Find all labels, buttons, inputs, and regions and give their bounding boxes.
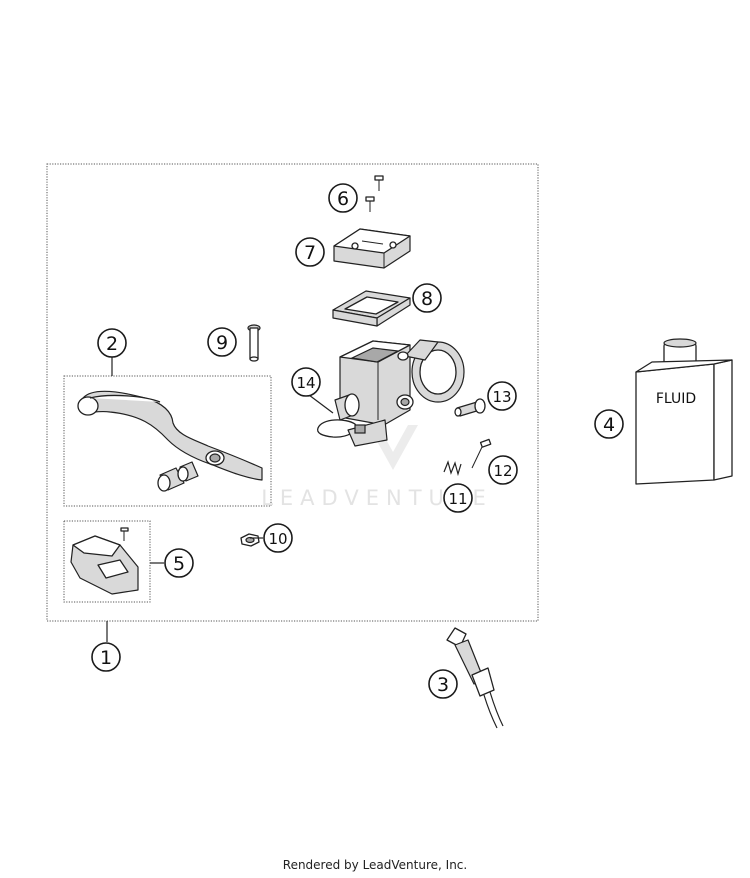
callout-14: 14 — [291, 367, 321, 397]
svg-text:8: 8 — [421, 288, 433, 310]
brake-lever — [77, 390, 263, 481]
callout-13: 13 — [487, 381, 517, 411]
reservoir-gasket — [332, 290, 411, 327]
svg-text:2: 2 — [106, 333, 118, 355]
footer-credit: Rendered by LeadVenture, Inc. — [282, 858, 468, 872]
lever-pin — [247, 324, 261, 362]
svg-text:11: 11 — [448, 490, 467, 508]
lever-subframe — [63, 375, 272, 507]
callout-3: 3 — [428, 669, 458, 699]
brake-hose — [446, 627, 504, 729]
svg-text:13: 13 — [492, 388, 511, 406]
svg-text:9: 9 — [216, 332, 228, 354]
callout-12: 12 — [488, 455, 518, 485]
callout-2: 2 — [97, 328, 127, 358]
callout-11: 11 — [443, 483, 473, 513]
lever-cover — [70, 527, 139, 595]
svg-text:1: 1 — [100, 647, 112, 669]
svg-text:3: 3 — [437, 674, 449, 696]
svg-text:7: 7 — [304, 242, 316, 264]
svg-text:5: 5 — [173, 553, 185, 575]
callout-4: 4 — [594, 409, 624, 439]
reservoir-cover — [333, 228, 411, 269]
svg-text:14: 14 — [296, 374, 315, 392]
callout-10: 10 — [263, 523, 293, 553]
assembly-frame — [46, 163, 539, 622]
adjust-screw — [471, 438, 492, 469]
svg-text:10: 10 — [268, 530, 287, 548]
fluid-bottle: FLUID — [635, 338, 733, 485]
svg-text:12: 12 — [493, 462, 512, 480]
callout-1: 1 — [91, 642, 121, 672]
reservoir-screws — [365, 175, 384, 212]
fluid-label: FLUID — [656, 391, 696, 407]
callout-9: 9 — [207, 327, 237, 357]
svg-text:4: 4 — [603, 414, 615, 436]
clamp-bolt — [454, 398, 486, 417]
callout-8: 8 — [412, 283, 442, 313]
callout-7: 7 — [295, 237, 325, 267]
return-spring — [443, 460, 462, 477]
master-cylinder-body — [316, 339, 465, 447]
lever-bushings — [157, 461, 199, 492]
callout-5: 5 — [164, 548, 194, 578]
hex-nut — [240, 533, 260, 547]
svg-text:6: 6 — [337, 188, 349, 210]
callout-6: 6 — [328, 183, 358, 213]
